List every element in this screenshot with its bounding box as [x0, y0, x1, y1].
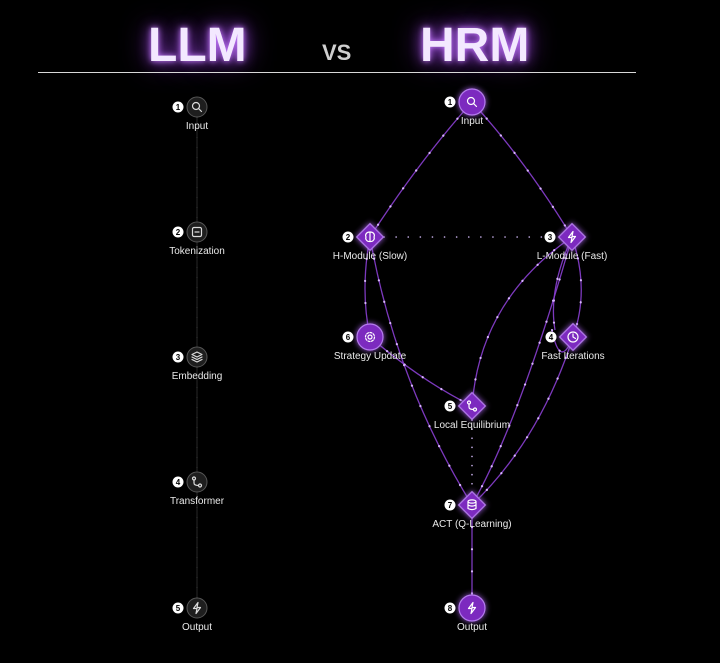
- minus-square-icon: [191, 226, 203, 238]
- zap-icon: [567, 230, 577, 244]
- zap-icon: [192, 601, 202, 615]
- hrm-edges: [363, 100, 583, 610]
- svg-text:3: 3: [176, 353, 181, 362]
- search-icon: [466, 96, 478, 108]
- clock-icon: [567, 331, 579, 343]
- zap-icon: [467, 601, 477, 615]
- hrm-node-5-badge: 5: [444, 400, 456, 412]
- llm-node-3-label: Embedding: [171, 371, 223, 382]
- edge-input-h-dots: [368, 100, 474, 239]
- gear-icon: [364, 331, 376, 343]
- edge-strategy-equilibrium-dots: [368, 335, 474, 408]
- llm-node-3-badge: 3: [172, 351, 184, 363]
- edge-input-h: [369, 101, 473, 238]
- llm-title: LLM: [148, 19, 247, 72]
- git-branch-icon: [466, 400, 478, 412]
- svg-text:2: 2: [346, 233, 351, 242]
- hrm-title: HRM: [420, 19, 530, 72]
- hrm-node-6-badge: 6: [342, 331, 354, 343]
- edge-input-l: [471, 101, 573, 238]
- hrm-node-3-badge: 3: [544, 231, 556, 243]
- svg-text:8: 8: [448, 604, 453, 613]
- svg-text:5: 5: [448, 402, 453, 411]
- hrm-node-7-label: ACT (Q-Learning): [432, 519, 512, 530]
- edge-input-l-dots: [470, 100, 574, 239]
- llm-node-2: 2: [172, 221, 208, 243]
- llm-node-3: 3: [172, 346, 208, 368]
- edge-fast-act: [471, 336, 574, 506]
- llm-node-2-label: Tokenization: [169, 246, 225, 257]
- hrm-node-2-badge: 2: [342, 231, 354, 243]
- svg-text:5: 5: [176, 604, 181, 613]
- hrm-node-7-badge: 7: [444, 499, 456, 511]
- edge-l-act-dots: [470, 235, 574, 507]
- svg-text:1: 1: [448, 98, 453, 107]
- hrm-node-3-label: L-Module (Fast): [536, 251, 608, 262]
- llm-node-4-badge: 4: [172, 476, 184, 488]
- hrm-node-1: 1: [444, 88, 486, 116]
- hrm-node-5-label: Local Equilibrium: [433, 420, 511, 431]
- layers-icon: [191, 351, 203, 363]
- hrm-node-3: 3: [544, 222, 587, 252]
- llm-node-1-badge: 1: [172, 101, 184, 113]
- hrm-node-8: 8: [444, 594, 486, 622]
- vs-label: VS: [322, 40, 352, 65]
- edge-h-act: [369, 236, 473, 506]
- llm-node-1: 1: [172, 96, 208, 118]
- hrm-node-8-badge: 8: [444, 602, 456, 614]
- hrm-node-4: 4: [545, 322, 588, 352]
- svg-text:6: 6: [346, 333, 351, 342]
- hrm-node-2-label: H-Module (Slow): [332, 251, 408, 262]
- llm-node-4: 4: [172, 471, 208, 493]
- llm-node-1-label: Input: [185, 121, 209, 132]
- edge-l-act: [471, 236, 573, 506]
- hrm-node-1-label: Input: [460, 116, 484, 127]
- svg-text:3: 3: [548, 233, 553, 242]
- hrm-node-4-badge: 4: [545, 331, 557, 343]
- edge-l-fast-a-dots: [552, 235, 574, 332]
- llm-node-4-label: Transformer: [169, 496, 225, 507]
- hrm-node-6: 6: [342, 323, 384, 351]
- hrm-node-6-label: Strategy Update: [333, 351, 407, 362]
- edge-h-act-dots: [368, 235, 474, 507]
- llm-node-5: 5: [172, 597, 208, 619]
- hrm-node-5: 5: [444, 391, 487, 421]
- llm-flow: 1 2 3 4 5: [172, 96, 208, 619]
- llm-node-2-badge: 2: [172, 226, 184, 238]
- llm-node-5-label: Output: [181, 622, 213, 633]
- git-branch-icon: [191, 476, 203, 488]
- hrm-node-4-label: Fast Iterations: [541, 351, 605, 362]
- hrm-node-1-badge: 1: [444, 96, 456, 108]
- llm-node-5-badge: 5: [172, 602, 184, 614]
- hrm-node-2: 2: [342, 222, 385, 252]
- search-icon: [191, 101, 203, 113]
- svg-text:1: 1: [176, 103, 181, 112]
- svg-text:4: 4: [549, 333, 554, 342]
- hrm-node-7: 7: [444, 490, 487, 520]
- svg-text:7: 7: [448, 501, 453, 510]
- header-divider: [38, 72, 636, 73]
- brain-icon: [365, 231, 375, 243]
- svg-text:4: 4: [176, 478, 181, 487]
- hrm-flow: 1 2 3 4 5 6 7 8: [342, 88, 588, 622]
- database-icon: [467, 499, 477, 511]
- edge-strategy-equilibrium: [369, 336, 473, 407]
- edge-l-equilibrium: [471, 236, 573, 407]
- hrm-node-8-label: Output: [456, 622, 488, 633]
- svg-text:2: 2: [176, 228, 181, 237]
